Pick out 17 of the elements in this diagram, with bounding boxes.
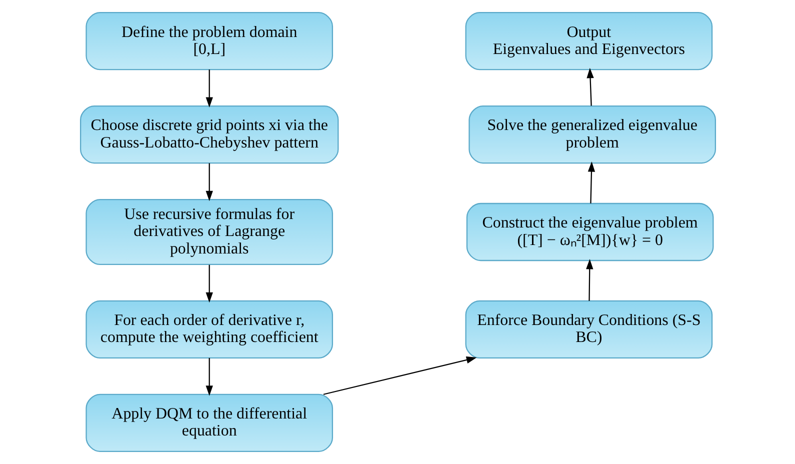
arrow: [205, 70, 212, 108]
arrow: [205, 358, 212, 396]
arrow: [586, 258, 593, 301]
arrow: [205, 163, 212, 202]
arrow: [205, 264, 212, 303]
node-box: Use recursive formulas for derivatives of Lagrange polynomials: [85, 198, 333, 266]
node-box: For each order of derivative r, compute the weighting coefficient: [85, 300, 333, 359]
node-box: Choose discrete grid points xi via the Gauss-Lobatto-Chebyshev pattern: [80, 105, 338, 164]
node-box: Enforce Boundary Conditions (S-S BC): [464, 300, 712, 359]
node-box: Construct the eigenvalue problem ([T] − ωₙ²[M]){w} = 0: [466, 202, 714, 262]
node-box: Apply DQM to the differential equation: [85, 394, 333, 452]
arrow: [587, 161, 595, 204]
node-box: Output Eigenvalues and Eigenvectors: [464, 12, 712, 70]
node-box: Define the problem domain [0,L]: [85, 12, 333, 70]
node-box: Solve the generalized eigenvalue problem: [468, 105, 716, 164]
arrow: [586, 68, 594, 106]
arrow: [322, 356, 476, 395]
